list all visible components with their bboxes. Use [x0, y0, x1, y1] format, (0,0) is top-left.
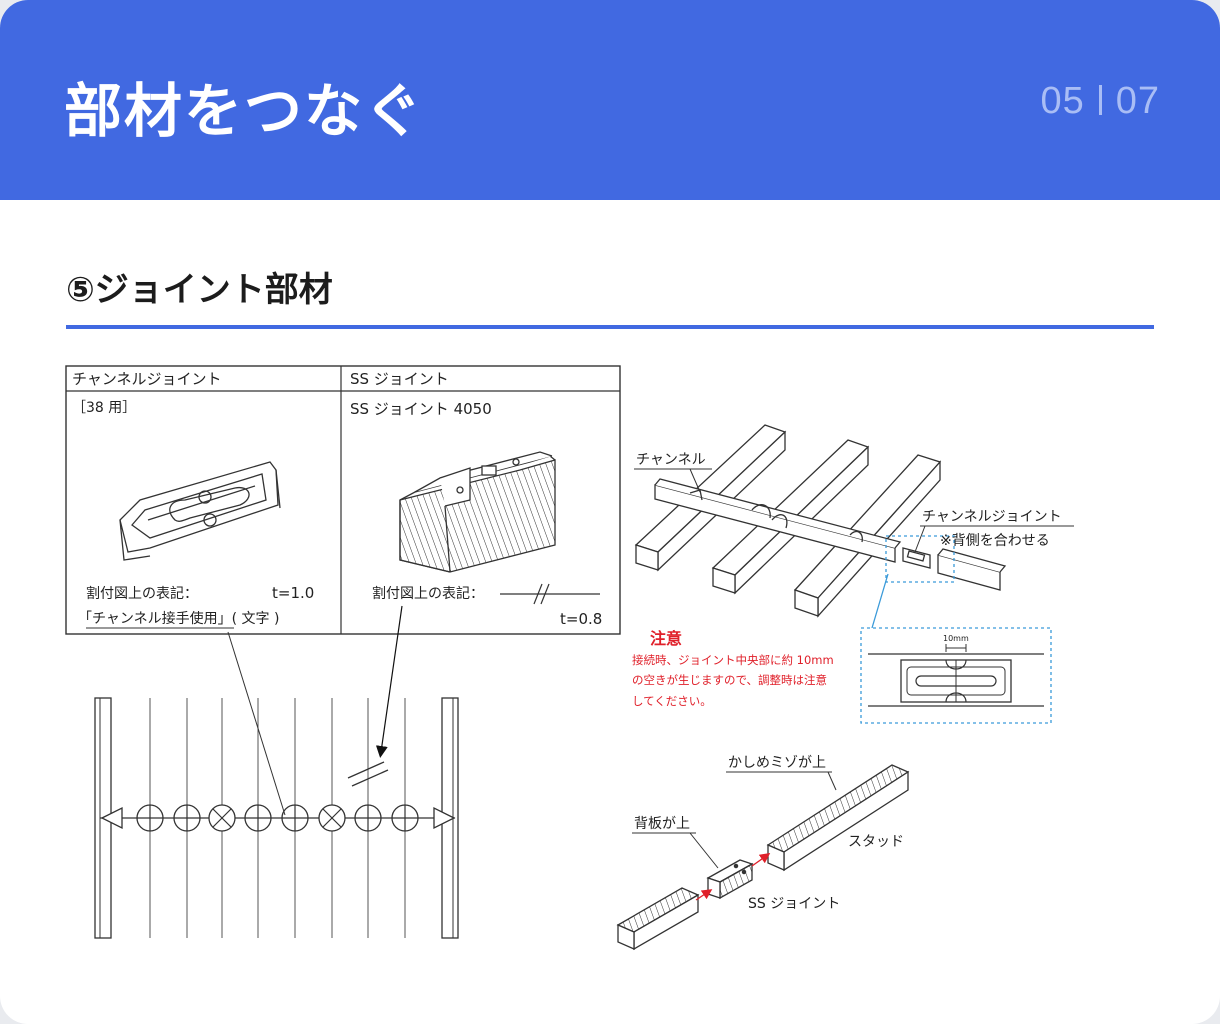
back-side-note: ※背側を合わせる	[940, 533, 1050, 549]
col2-model: SS ジョイント 4050	[350, 400, 492, 418]
ss-joint-assembly-drawing	[616, 764, 910, 951]
layout-plan-drawing	[94, 605, 459, 939]
page-current: 05	[1040, 80, 1085, 122]
channel-label: チャンネル	[636, 452, 706, 468]
back-plate-label: 背板が上	[634, 816, 690, 832]
channel-joint-label: チャンネルジョイント	[922, 509, 1062, 525]
col1-notation-label: 割付図上の表記：	[86, 585, 198, 602]
channel-assembly-drawing	[634, 424, 1007, 618]
caution-line-3: してください。	[632, 694, 712, 708]
caution-title: 注意	[650, 629, 682, 648]
joint-spec-table: チャンネルジョイント SS ジョイント ［38 用］ SS ジョイント 4050	[65, 365, 621, 635]
groove-label: かしめミゾが上	[728, 755, 826, 771]
ss-joint-label: SS ジョイント	[748, 896, 840, 912]
section-title: ⑤ジョイント部材	[66, 270, 333, 310]
section-divider	[66, 325, 1154, 329]
page-separator	[1098, 85, 1102, 115]
col1-notation-value: 「チャンネル接手使用」( 文字 )	[78, 610, 279, 627]
col1-thickness: t=1.0	[272, 584, 314, 602]
page-total: 07	[1115, 80, 1160, 122]
channel-joint-drawing	[119, 461, 281, 561]
col1-size: ［38 用］	[72, 400, 136, 416]
col2-heading: SS ジョイント	[350, 370, 449, 388]
page-title: 部材をつなぐ	[64, 77, 425, 145]
col2-thickness: t=0.8	[560, 610, 602, 628]
joint-gap-detail: 10mm	[860, 627, 1052, 724]
detail-leader-line	[871, 573, 889, 629]
page-indicator: 05 07	[1040, 80, 1160, 123]
ss-joint-drawing	[399, 451, 556, 573]
header-bar: 部材をつなぐ 05 07	[0, 0, 1220, 200]
stud-label: スタッド	[848, 834, 904, 850]
caution-line-1: 接続時、ジョイント中央部に約 10mm	[632, 653, 834, 667]
col1-heading: チャンネルジョイント	[72, 370, 222, 388]
detail-highlight-box	[885, 535, 955, 583]
caution-line-2: の空きが生じますので、調整時は注意	[632, 673, 827, 687]
col2-notation-label: 割付図上の表記：	[372, 585, 484, 602]
gap-label: 10mm	[943, 634, 969, 643]
